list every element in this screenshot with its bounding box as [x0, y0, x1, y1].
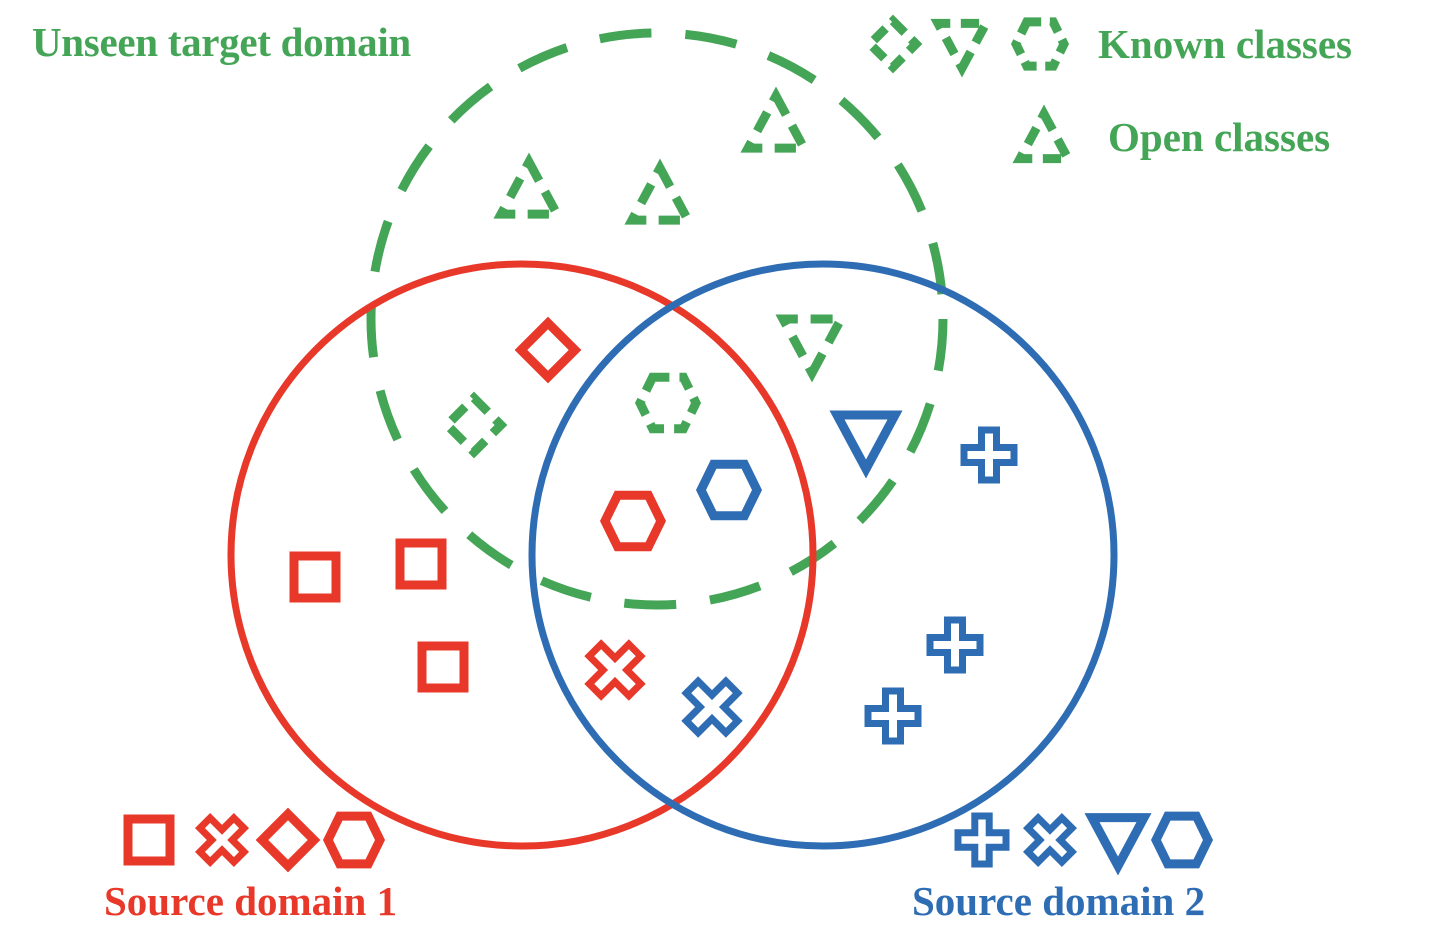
legend-source1-hexagon-4	[322, 811, 386, 869]
legend-known-diamond-1	[863, 14, 923, 74]
source-domain-1-label: Source domain 1	[104, 878, 398, 924]
open-classes-legend-label: Open classes	[1108, 114, 1331, 160]
source1-square-2	[395, 538, 447, 590]
source1-hexagon	[599, 490, 667, 552]
known-class-hexagon-target	[634, 372, 702, 434]
source-domain-1-circle	[227, 260, 817, 850]
legend-source1-diamond-3	[255, 807, 321, 873]
legend-known-triangle-down-2	[930, 18, 994, 78]
source2-plus-3	[864, 687, 922, 745]
legend-source2-hexagon-4	[1150, 811, 1214, 869]
domain-circles-group	[227, 28, 1118, 850]
legend-source2-plus-1	[954, 812, 1010, 868]
source-domain-2-circle	[528, 260, 1118, 850]
source2-plus-2	[926, 616, 984, 674]
legend-source1-x-cross-2	[194, 812, 250, 868]
open-class-triangle-1	[493, 152, 565, 219]
legend-open-triangle-up-1	[1012, 104, 1076, 164]
known-class-triangle-down-target	[775, 314, 849, 383]
known-classes-legend-label: Known classes	[1098, 21, 1353, 67]
source2-plus-1	[960, 426, 1018, 484]
source2-x-cross	[681, 676, 743, 738]
legend-source2-triangle-down-3	[1084, 813, 1152, 876]
source1-square-1	[289, 551, 341, 603]
legend-source2-x-cross-2	[1022, 812, 1078, 868]
source-domain-2-label: Source domain 2	[912, 878, 1206, 924]
class-markers-group	[289, 86, 1018, 745]
source2-triangle-down	[829, 410, 903, 479]
source1-diamond	[514, 316, 582, 384]
legend-known-hexagon-3	[1010, 17, 1070, 71]
legend-markers-group	[123, 14, 1214, 876]
legend-source1-square-1	[123, 814, 175, 866]
open-class-triangle-2	[624, 158, 696, 225]
source1-square-3	[417, 641, 469, 693]
source2-hexagon	[695, 459, 763, 521]
unseen-target-domain-label: Unseen target domain	[32, 19, 411, 65]
known-class-diamond-target	[440, 391, 508, 459]
unseen-target-domain-circle	[366, 28, 948, 610]
open-class-triangle-3	[740, 86, 812, 153]
source1-x-cross	[584, 639, 646, 701]
